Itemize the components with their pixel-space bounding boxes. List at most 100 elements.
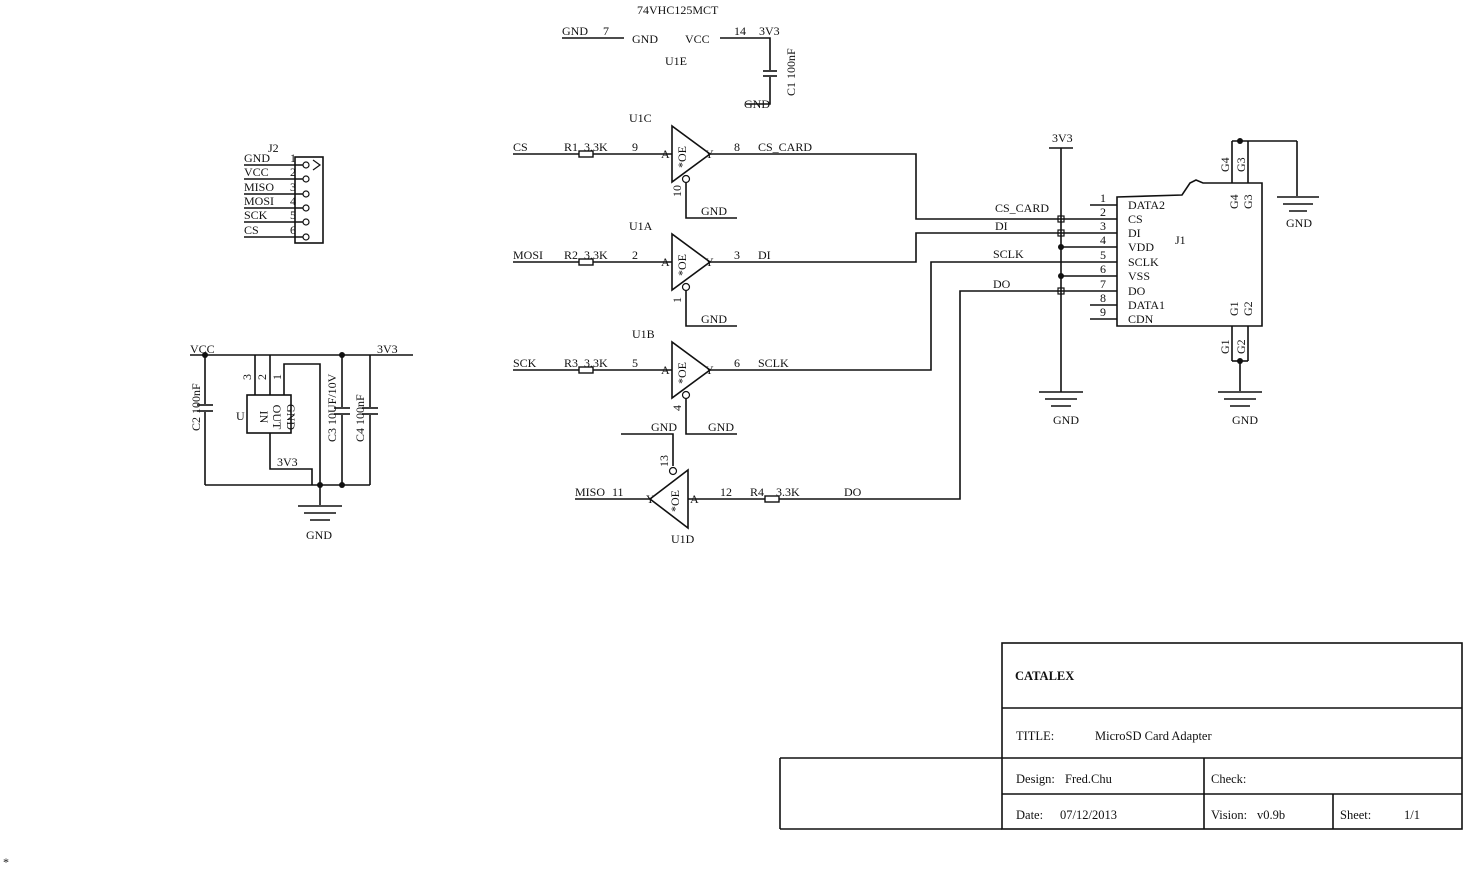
j1-pin-6-name: VSS [1128, 269, 1150, 283]
j2-pin-1: GND 1 [244, 151, 310, 169]
u1c-pin-a: 9 [632, 140, 638, 154]
u1e-vcc-label: VCC [685, 32, 710, 46]
u1c-gnd: GND [701, 204, 727, 218]
reg-3v3-net: 3V3 [377, 342, 398, 356]
u1a-letter-a: A [661, 255, 670, 269]
j1-g3-outer: G3 [1234, 157, 1248, 172]
r1-resistor [578, 150, 594, 158]
title-block: CATALEX TITLE: MicroSD Card Adapter Desi… [779, 642, 1463, 830]
u1e-gnd-pin: 7 [603, 24, 609, 38]
r3-resistor [578, 366, 594, 374]
j1-g1-inner: G1 [1227, 301, 1241, 316]
reg-vcc-net: VCC [190, 342, 215, 356]
j1-pin-5-name: SCLK [1128, 255, 1159, 269]
check-label: Check: [1211, 772, 1246, 786]
j2-pin-6-label: CS [244, 223, 259, 237]
j1-gnd-left-label: GND [1053, 413, 1079, 427]
u1a-triangle [671, 232, 712, 292]
j1-g2-inner: G2 [1241, 301, 1255, 316]
j1-g2-outer: G2 [1234, 339, 1248, 354]
u1d-pin-a: 12 [720, 485, 732, 499]
u1d-in-net: DO [844, 485, 862, 499]
reg-gnd-symbol [298, 505, 342, 521]
u1b-letter-a: A [661, 363, 670, 377]
j1-pin-6-num: 6 [1100, 262, 1106, 276]
j1-net-sclk: SCLK [993, 247, 1024, 261]
u1e-gnd-net: GND [562, 24, 588, 38]
reg-pin-gnd: GND [284, 404, 298, 430]
j2-pin-5-num: 5 [290, 208, 296, 222]
u1d-pin-y: 11 [612, 485, 624, 499]
u1a-pin-a: 2 [632, 248, 638, 262]
u1a-oe: *OE [675, 254, 689, 276]
u1c-ref: U1C [629, 111, 652, 125]
u1e-vcc-pin: 14 [734, 24, 746, 38]
u1d-oe: *OE [668, 490, 682, 512]
u1c-out-net: CS_CARD [758, 140, 812, 154]
u1b-pin-y: 6 [734, 356, 740, 370]
j1-microsd-socket: 3V3 CS_CARD DI SCLK DO 1 2 3 4 5 6 7 8 9… [993, 131, 1319, 427]
j2-pin-2-label: VCC [244, 165, 269, 179]
r4-resistor [764, 495, 780, 503]
c2-label: C2 100nF [189, 383, 203, 431]
u1c-letter-y: Y [705, 147, 714, 161]
u1a-res: R2 [564, 248, 578, 262]
u1d-pin-oe: 13 [657, 455, 671, 467]
u1b-ref: U1B [632, 327, 655, 341]
u1c-res: R1 [564, 140, 578, 154]
j2-pin-2: VCC 2 [244, 165, 310, 183]
title-label: TITLE: [1016, 729, 1054, 743]
date-label: Date: [1016, 808, 1043, 822]
corner-mark: * [3, 855, 9, 869]
j1-pin-2-num: 2 [1100, 205, 1106, 219]
j1-pin-7-name: DO [1128, 284, 1146, 298]
j2-header: J2 GND 1 VCC 2 MISO 3 MOSI 4 [244, 141, 324, 244]
vision-value: v0.9b [1257, 808, 1285, 822]
u1a-in-net: MOSI [513, 248, 543, 262]
r2-resistor [578, 258, 594, 266]
j1-g1-outer: G1 [1218, 339, 1232, 354]
j1-pin-8-num: 8 [1100, 291, 1106, 305]
j1-pin-2-name: CS [1128, 212, 1143, 226]
u1a-ref: U1A [629, 219, 653, 233]
reg-pin2: 2 [255, 374, 269, 380]
u1e-3v3-net: 3V3 [759, 24, 780, 38]
j1-net-cs-card: CS_CARD [995, 201, 1049, 215]
j1-pin-4-num: 4 [1100, 233, 1106, 247]
u1b-out-net: SCLK [758, 356, 789, 370]
reg-pin-in: IN [257, 411, 271, 424]
j1-ref: J1 [1175, 233, 1186, 247]
vision-label: Vision: [1211, 808, 1247, 822]
u1c-pin-y: 8 [734, 140, 740, 154]
reg-gnd-label: GND [306, 528, 332, 542]
j2-pin-6-num: 6 [290, 223, 296, 237]
j1-g3-inner: G3 [1241, 194, 1255, 209]
date-value: 07/12/2013 [1060, 808, 1117, 822]
sheet-label: Sheet: [1340, 808, 1371, 822]
j2-pin-5-label: SCK [244, 208, 268, 222]
c1-label: C1 100nF [784, 48, 798, 96]
u1d-letter-y: Y [646, 492, 655, 506]
j1-gnd-right-bottom-label: GND [1232, 413, 1258, 427]
j1-pin-1-name: DATA2 [1128, 198, 1165, 212]
u1a-pin-oe: 1 [670, 297, 684, 303]
u1d-ref: U1D [671, 532, 695, 546]
designer-name: Fred.Chu [1065, 772, 1113, 786]
j2-pin-1-label: GND [244, 151, 270, 165]
buffer-u1d: GND 13 *OE Y A U1D MISO 11 12 R4 3.3K DO [575, 290, 1061, 546]
u1c-letter-a: A [661, 147, 670, 161]
u1c-in-net: CS [513, 140, 528, 154]
reg-out-label: 3V3 [277, 455, 298, 469]
reg-ref: U [236, 409, 245, 423]
u1b-pin-oe: 4 [670, 405, 684, 411]
j1-g4-outer: G4 [1218, 157, 1232, 172]
company-name: CATALEX [1015, 669, 1074, 683]
u1b-triangle [671, 340, 712, 400]
document-title: MicroSD Card Adapter [1095, 729, 1212, 743]
j1-3v3-net: 3V3 [1052, 131, 1073, 145]
buffer-u1b: U1B SCK R3 3.3K 5 A Y *OE 4 GND 6 SCLK [513, 261, 1061, 435]
j1-g4-inner: G4 [1227, 194, 1241, 209]
j1-gnd-right-top-symbol [1277, 196, 1319, 212]
u1e-part-number: 74VHC125MCT [637, 3, 719, 17]
j1-gnd-left-symbol [1039, 391, 1083, 407]
